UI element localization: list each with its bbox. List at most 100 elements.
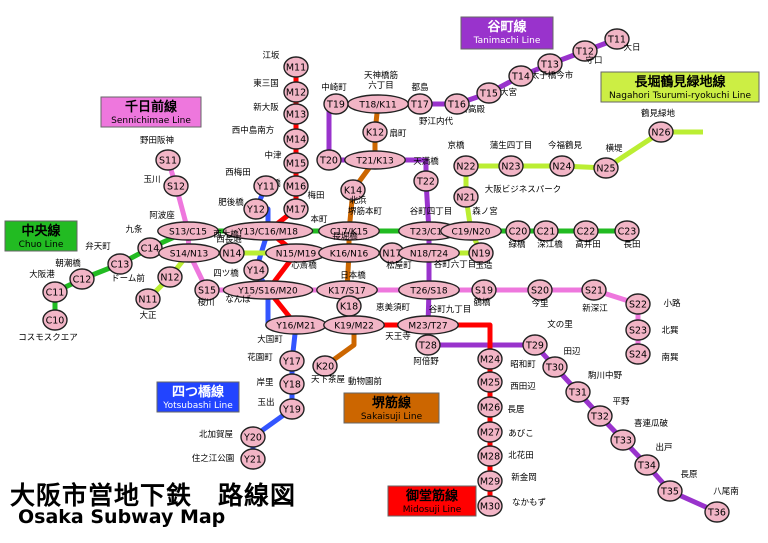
legend-name-jp: 四つ橋線 (172, 384, 225, 400)
station-marker (542, 356, 568, 378)
station-k19-m22[interactable]: K19/M22 (323, 315, 385, 335)
station-t20[interactable]: T20 (316, 149, 342, 171)
station-name: 関目高殿 (451, 104, 486, 115)
station-marker (477, 495, 503, 517)
station-marker (135, 288, 161, 310)
station-t21-k13[interactable]: T21/K13 (344, 150, 406, 170)
station-code: M26 (480, 403, 500, 414)
station-marker (163, 175, 189, 197)
station-name: 大日 (623, 42, 640, 53)
station-marker (240, 448, 266, 470)
station-code: N17 (382, 249, 401, 260)
legend-box (460, 16, 554, 50)
station-code: T26/S18 (409, 287, 447, 297)
